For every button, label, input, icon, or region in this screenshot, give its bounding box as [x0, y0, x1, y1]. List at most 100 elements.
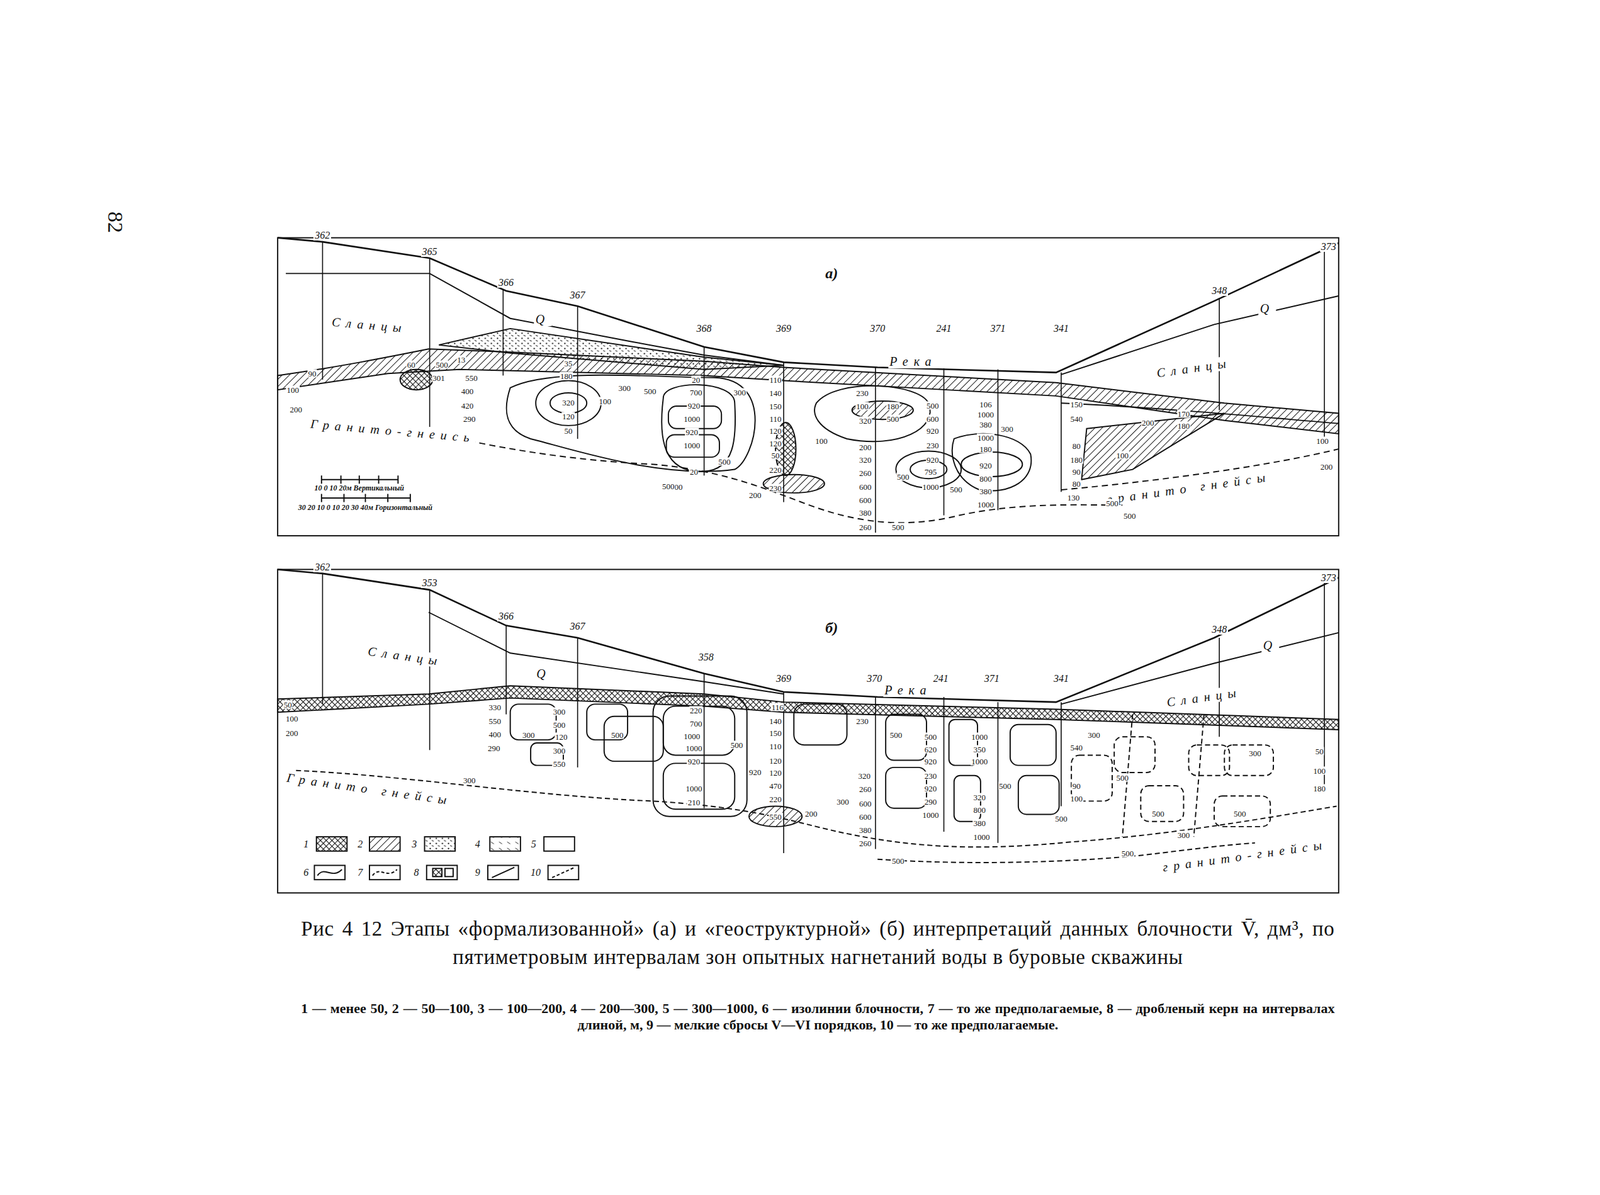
- value-label: 500: [610, 730, 625, 739]
- value-label: 380: [973, 818, 987, 827]
- value-label: 500: [661, 481, 676, 490]
- value-label: 100: [598, 397, 613, 406]
- value-label: 380: [858, 507, 873, 517]
- value-label: 500: [891, 522, 906, 531]
- value-label: 500: [1121, 849, 1135, 858]
- value-label: 120: [768, 755, 783, 765]
- value-label: 600: [858, 798, 873, 807]
- value-label: 500: [998, 781, 1013, 790]
- value-label: 13: [456, 354, 466, 364]
- value-label: 1000: [973, 832, 991, 841]
- value-label: 100: [285, 714, 299, 723]
- well-number: 241: [932, 673, 950, 684]
- value-label: 100: [1115, 451, 1130, 460]
- legend-number: 9: [475, 867, 481, 878]
- value-label: 180: [886, 402, 901, 411]
- value-label: 920: [925, 455, 940, 464]
- value-label: 300: [835, 796, 850, 806]
- value-label: 500: [923, 732, 938, 741]
- value-label: 20: [689, 467, 699, 476]
- value-label: 140: [768, 388, 783, 398]
- value-label: 300: [617, 383, 632, 393]
- value-label: 130: [1066, 492, 1081, 502]
- value-label: 500: [1115, 773, 1130, 782]
- value-label: 180: [1312, 783, 1327, 792]
- value-label: 100: [1312, 766, 1327, 775]
- well-number: 366: [497, 277, 515, 288]
- value-label: 300: [1248, 749, 1262, 758]
- well-number: 367: [569, 621, 587, 632]
- value-label: 120: [768, 768, 783, 777]
- value-label: 920: [684, 427, 699, 436]
- panel-tag: б): [825, 619, 838, 636]
- rock-label: Q: [1258, 301, 1276, 316]
- value-label: 550: [464, 373, 479, 382]
- well-number: 370: [868, 323, 887, 334]
- value-label: 550: [768, 811, 783, 821]
- value-label: 1000: [682, 440, 701, 449]
- value-label: 100: [1315, 436, 1330, 446]
- rock-label: Сланцы: [1164, 684, 1244, 710]
- well-number: 371: [983, 673, 1001, 684]
- value-label: 920: [978, 461, 993, 470]
- value-label: 180: [1070, 455, 1084, 464]
- value-label: 540: [1070, 414, 1084, 423]
- value-label: 540: [1070, 742, 1084, 751]
- value-label: 380: [978, 486, 993, 495]
- value-label: 380: [978, 420, 993, 429]
- value-label: 300: [552, 745, 567, 755]
- value-label: 320: [858, 455, 873, 464]
- value-label: 110: [769, 414, 783, 423]
- value-label: 35: [563, 359, 573, 368]
- value-label: 120: [561, 412, 576, 421]
- value-label: 1000: [976, 433, 995, 442]
- value-label: 620: [923, 744, 938, 753]
- value-label: 500: [1151, 809, 1166, 818]
- value-label: 90: [1071, 781, 1082, 790]
- well-number: 369: [774, 673, 793, 684]
- value-label: 700: [689, 387, 704, 396]
- value-label: 300: [1087, 730, 1101, 739]
- value-label: 290: [462, 414, 477, 423]
- value-label: 1000: [922, 810, 940, 819]
- value-label: 50: [283, 699, 293, 709]
- value-label: 550: [552, 759, 567, 768]
- legend-number: 8: [413, 867, 419, 878]
- value-label: 150: [1070, 399, 1084, 408]
- value-label: 170: [1177, 409, 1191, 418]
- value-label: 920: [687, 400, 702, 410]
- value-label: 150: [768, 402, 783, 411]
- scale-label: 10 0 10 20м Вертикальный: [314, 484, 405, 492]
- value-label: 320: [857, 771, 872, 780]
- value-label: 290: [923, 796, 938, 806]
- value-label: 550: [488, 716, 503, 725]
- value-label: 300: [552, 706, 567, 716]
- rock-label: Q: [534, 312, 552, 327]
- rock-label: Река: [883, 682, 933, 697]
- value-label: 200: [804, 809, 819, 818]
- value-label: 300: [521, 730, 536, 739]
- rock-label: Q: [535, 666, 553, 681]
- value-label: 600: [925, 414, 940, 423]
- value-label: 500: [643, 386, 658, 395]
- value-label: 500: [434, 360, 449, 369]
- value-label: 920: [748, 767, 763, 776]
- value-label: 200: [858, 443, 873, 452]
- well-number: 362: [313, 230, 332, 241]
- value-label: 80: [1071, 479, 1082, 488]
- value-label: 200: [1141, 418, 1155, 427]
- value-label: 140: [768, 716, 783, 725]
- value-label: 230: [855, 388, 870, 398]
- value-label: 116: [771, 703, 785, 712]
- well-number: 369: [774, 323, 793, 334]
- value-label: 330: [488, 703, 503, 712]
- figure-caption: Рис 4 12 Этапы «формализованной» (а) и «…: [300, 914, 1335, 972]
- value-label: 500: [925, 400, 940, 410]
- value-label: 110: [769, 375, 783, 384]
- value-label: 110: [769, 742, 783, 751]
- value-label: 600: [858, 495, 873, 505]
- value-label: 20: [691, 375, 701, 384]
- panel-tag: а): [825, 265, 838, 281]
- value-label: 500: [891, 856, 906, 865]
